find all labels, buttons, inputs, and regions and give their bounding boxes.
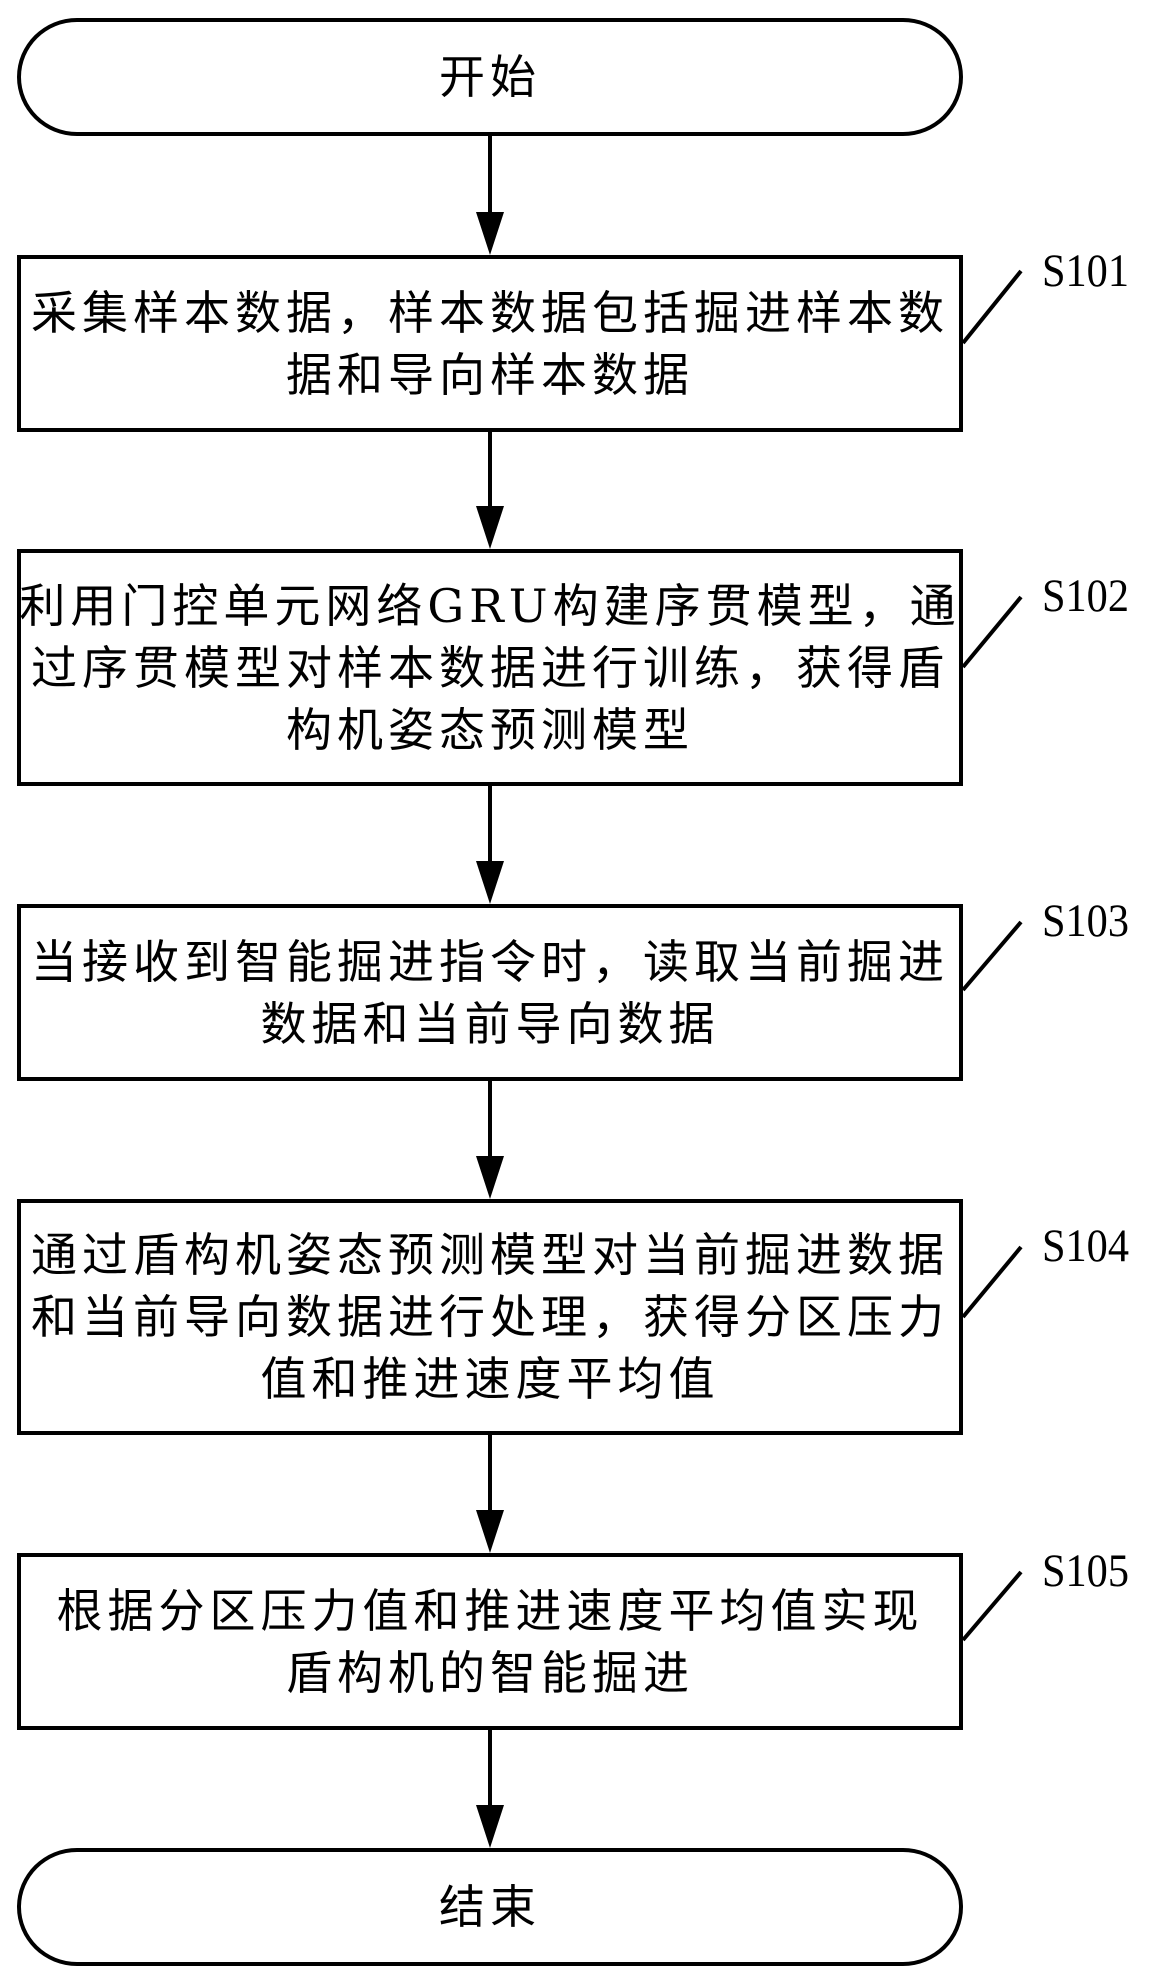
arrow-s103-to-s104 bbox=[476, 1081, 504, 1199]
step-text-line: 过序贯模型对样本数据进行训练，获得盾 bbox=[31, 640, 949, 695]
end-label: 结束 bbox=[439, 1880, 541, 1934]
step-text: 当接收到智能掘进指令时，读取当前掘进 数据和当前导向数据 bbox=[31, 931, 949, 1055]
start-terminal: 开始 bbox=[17, 18, 963, 136]
step-id-label-s101: S101 bbox=[1042, 245, 1129, 297]
step-text-line: 值和推进速度平均值 bbox=[260, 1352, 720, 1406]
step-text-line: 通过盾构机姿态预测模型对当前掘进数据 bbox=[31, 1228, 949, 1282]
step-text: 采集样本数据，样本数据包括掘进样本数 据和导向样本数据 bbox=[31, 282, 949, 406]
leader-line-s105 bbox=[961, 1570, 1023, 1642]
step-text-line: 当接收到智能掘进指令时，读取当前掘进 bbox=[31, 934, 949, 989]
step-text-line: 数据和当前导向数据 bbox=[260, 996, 720, 1051]
step-box-s105: 根据分区压力值和推进速度平均值实现 盾构机的智能掘进 bbox=[17, 1553, 963, 1730]
step-box-s104: 通过盾构机姿态预测模型对当前掘进数据 和当前导向数据进行处理，获得分区压力 值和… bbox=[17, 1199, 963, 1435]
arrow-s101-to-s102 bbox=[476, 432, 504, 549]
step-id-label-s102: S102 bbox=[1042, 570, 1129, 622]
start-label: 开始 bbox=[439, 50, 541, 104]
step-text-line: 构机姿态预测模型 bbox=[286, 702, 694, 757]
leader-line-s101 bbox=[961, 269, 1023, 345]
step-text: 通过盾构机姿态预测模型对当前掘进数据 和当前导向数据进行处理，获得分区压力 值和… bbox=[31, 1224, 949, 1410]
step-box-s102: 利用门控单元网络GRU构建序贯模型，通 过序贯模型对样本数据进行训练，获得盾 构… bbox=[17, 549, 963, 786]
step-text-line: 采集样本数据，样本数据包括掘进样本数 bbox=[31, 285, 949, 340]
step-box-s103: 当接收到智能掘进指令时，读取当前掘进 数据和当前导向数据 bbox=[17, 904, 963, 1081]
step-id-label-s105: S105 bbox=[1042, 1545, 1129, 1597]
step-text-line: 盾构机的智能掘进 bbox=[286, 1645, 694, 1700]
step-box-s101: 采集样本数据，样本数据包括掘进样本数 据和导向样本数据 bbox=[17, 255, 963, 432]
step-text-line: 和当前导向数据进行处理，获得分区压力 bbox=[31, 1290, 949, 1344]
step-text-line: 利用门控单元网络GRU构建序贯模型，通 bbox=[19, 578, 961, 633]
arrow-s104-to-s105 bbox=[476, 1435, 504, 1553]
arrow-s102-to-s103 bbox=[476, 786, 504, 904]
step-text-line: 根据分区压力值和推进速度平均值实现 bbox=[56, 1583, 924, 1638]
leader-line-s102 bbox=[961, 595, 1023, 669]
step-text: 根据分区压力值和推进速度平均值实现 盾构机的智能掘进 bbox=[57, 1580, 924, 1704]
arrow-s105-to-end bbox=[476, 1730, 504, 1848]
leader-line-s104 bbox=[961, 1245, 1023, 1319]
leader-line-s103 bbox=[961, 920, 1023, 992]
step-id-label-s103: S103 bbox=[1042, 895, 1129, 947]
step-text-line: 据和导向样本数据 bbox=[286, 347, 694, 402]
step-text: 利用门控单元网络GRU构建序贯模型，通 过序贯模型对样本数据进行训练，获得盾 构… bbox=[19, 575, 960, 761]
arrow-start-to-s101 bbox=[476, 136, 504, 255]
step-id-label-s104: S104 bbox=[1042, 1220, 1129, 1272]
end-terminal: 结束 bbox=[17, 1848, 963, 1966]
